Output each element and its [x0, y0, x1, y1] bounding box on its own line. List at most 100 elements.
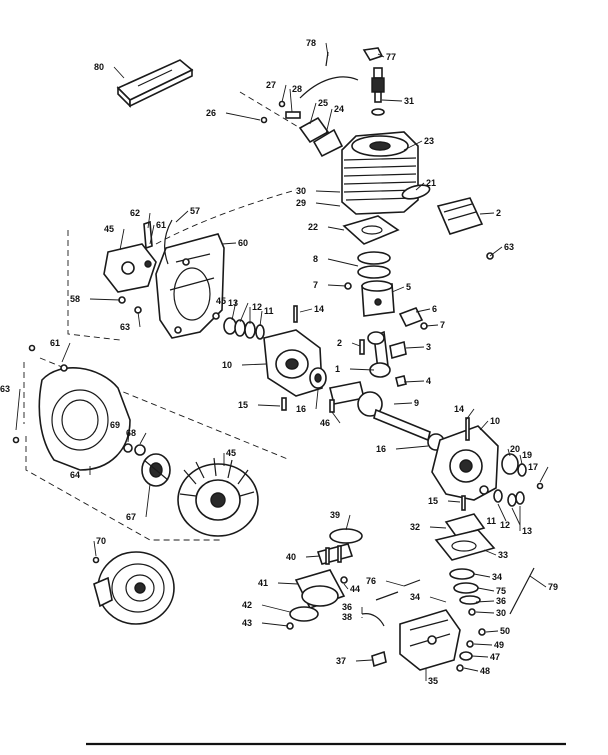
- part-6-piston-pin: [398, 306, 428, 330]
- part-60-housing: [155, 233, 225, 339]
- leader-line-63: [137, 311, 141, 328]
- callout-label-11: 11: [486, 516, 496, 526]
- callout-label-76: 76: [366, 576, 376, 586]
- callout-label-34: 34: [492, 572, 502, 582]
- callout-label-70: 70: [96, 536, 106, 546]
- leader-line-21: [415, 182, 425, 191]
- part-8-rings: [357, 251, 391, 279]
- part-35-carburetor-body: [399, 609, 461, 671]
- leader-line-13: [239, 302, 249, 323]
- callout-label-41: 41: [258, 578, 268, 588]
- leader-line-63: [15, 388, 21, 431]
- part-40-bracket: [316, 543, 354, 565]
- callout-label-40: 40: [286, 552, 296, 562]
- leader-line-14: [465, 408, 475, 421]
- callout-label-8: 8: [313, 254, 318, 264]
- leader-line-43: [261, 622, 289, 627]
- callout-label-47: 47: [490, 652, 500, 662]
- leader-line-50: [485, 630, 499, 633]
- callout-label-31: 31: [404, 96, 414, 106]
- part-1-connecting-rod: [359, 330, 407, 387]
- leader-line-32: [429, 526, 447, 529]
- callout-label-21: 21: [426, 178, 436, 188]
- callout-label-32: 32: [410, 522, 420, 532]
- leader-line-15: [257, 404, 281, 407]
- leader-line-78: [325, 42, 329, 57]
- callout-label-12: 12: [252, 302, 262, 312]
- callout-label-10: 10: [222, 360, 232, 370]
- leader-line-8: [327, 258, 359, 267]
- callout-label-2: 2: [496, 208, 501, 218]
- callout-label-79: 79: [548, 582, 558, 592]
- part-9-crankshaft: [329, 381, 445, 451]
- part-11-12-13-seals-right: [461, 489, 525, 511]
- leader-line-79: [529, 575, 547, 588]
- leader-line-16: [395, 445, 429, 450]
- leader-line-49: [473, 643, 493, 646]
- leader-line-27: [281, 84, 287, 103]
- leader-line-7: [425, 324, 439, 327]
- callout-label-69: 69: [110, 420, 120, 430]
- callout-label-44: 44: [350, 584, 360, 594]
- callout-label-7: 7: [440, 320, 445, 330]
- callout-label-39: 39: [330, 510, 340, 520]
- leader-lines: [15, 42, 549, 681]
- leader-line-20: [507, 448, 511, 457]
- part-10-crankcase-left: [263, 305, 335, 413]
- leader-line-34: [473, 573, 491, 578]
- part-78-fuel-line: [299, 51, 359, 99]
- leader-line-39: [345, 514, 351, 531]
- leader-line-28: [289, 88, 293, 113]
- callout-label-10: 10: [490, 416, 500, 426]
- leader-line-5: [391, 286, 405, 293]
- part-22-base-gasket: [342, 215, 400, 245]
- part-50-49-47-48-hardware: [456, 628, 486, 672]
- callout-label-15: 15: [428, 496, 438, 506]
- callout-label-49: 49: [494, 640, 504, 650]
- leader-line-33: [483, 549, 497, 556]
- callout-label-57: 57: [190, 206, 200, 216]
- leader-line-6: [415, 308, 431, 313]
- callout-label-38: 38: [342, 612, 352, 622]
- part-34-75-stack: [449, 568, 481, 616]
- callout-label-62: 62: [130, 208, 140, 218]
- callout-label-36: 36: [496, 596, 506, 606]
- leader-line-23: [403, 140, 423, 151]
- callout-label-4: 4: [426, 376, 431, 386]
- part-67-pulley: [141, 453, 171, 487]
- leader-line-22: [327, 226, 345, 231]
- leader-line-46: [331, 411, 341, 424]
- callout-label-45: 45: [226, 448, 236, 458]
- callout-label-36: 36: [342, 602, 352, 612]
- leader-line-2: [351, 342, 361, 347]
- callout-label-35: 35: [428, 676, 438, 686]
- callout-label-20: 20: [510, 444, 520, 454]
- leader-line-10: [241, 363, 267, 366]
- leader-line-19: [519, 454, 523, 465]
- callout-label-12: 12: [500, 520, 510, 530]
- leader-line-62: [147, 212, 151, 229]
- callout-label-46: 46: [320, 418, 330, 428]
- part-70-recoil-starter: [92, 551, 175, 625]
- callout-label-78: 78: [306, 38, 316, 48]
- leader-line-3: [405, 346, 425, 349]
- callout-label-43: 43: [242, 618, 252, 628]
- leader-line-69: [127, 424, 131, 443]
- callout-label-37: 37: [336, 656, 346, 666]
- leader-line-1: [349, 368, 375, 371]
- leader-line-63: [489, 246, 503, 257]
- leader-line-31: [381, 99, 403, 102]
- leader-line-48: [463, 667, 479, 672]
- leader-line-37: [355, 659, 373, 662]
- part-39-filter-cover: [329, 528, 363, 544]
- leader-line-4: [403, 380, 425, 383]
- part-24-25-plate: [239, 91, 344, 158]
- part-45-carburetor: [103, 219, 173, 314]
- leader-line-25: [309, 102, 317, 125]
- leader-line-12: [511, 507, 521, 526]
- leader-line-2: [479, 212, 495, 215]
- callout-label-63: 63: [504, 242, 514, 252]
- callout-label-45: 45: [216, 296, 226, 306]
- callout-label-17: 17: [528, 462, 538, 472]
- callout-label-13: 13: [522, 526, 532, 536]
